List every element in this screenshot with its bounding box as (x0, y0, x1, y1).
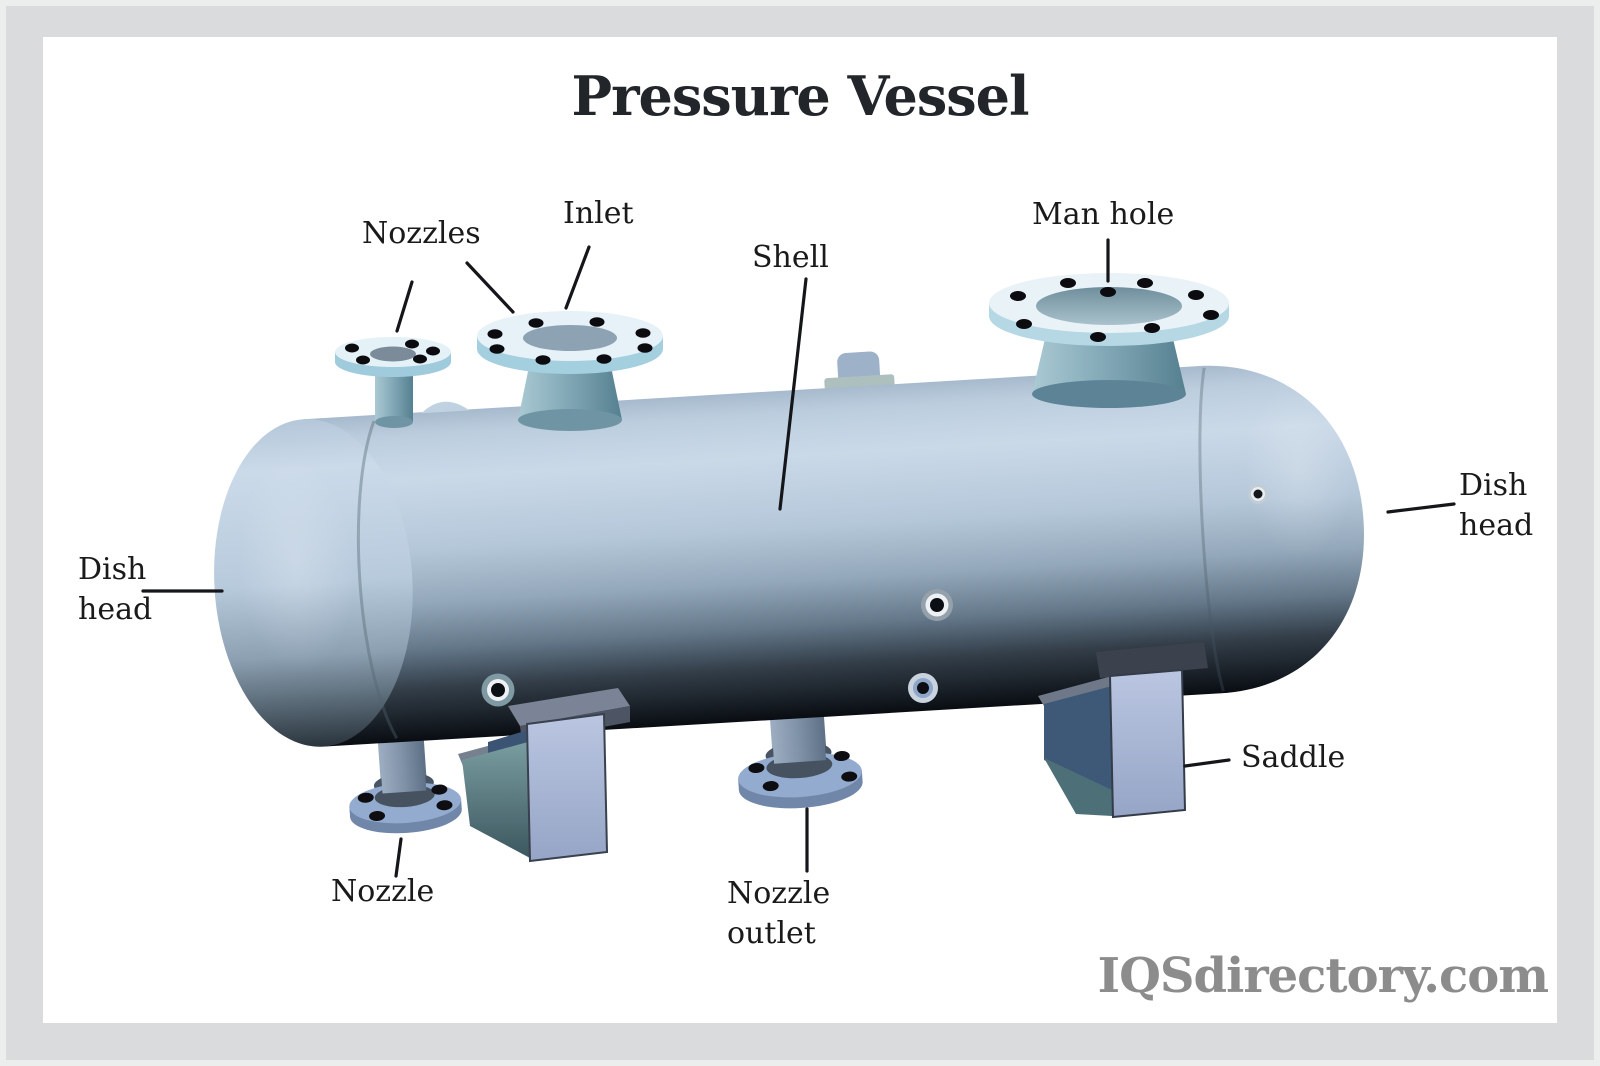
weld-seam-left (356, 420, 399, 739)
label-dish-head-left: Dish head (78, 550, 152, 630)
label-dish-head-right-line1: Dish (1459, 468, 1528, 503)
vessel-shell (303, 365, 1364, 747)
dish-head-left-highlight (238, 457, 355, 673)
man-hole-part (989, 273, 1229, 408)
label-dish-head-right: Dish head (1459, 466, 1533, 546)
shell-port-left (481, 673, 515, 707)
saddle-left (458, 688, 630, 863)
label-dish-head-right-line2: head (1459, 508, 1534, 543)
label-nozzle: Nozzle (331, 874, 435, 909)
dish-head-right-highlight (1244, 382, 1353, 559)
label-saddle: Saddle (1241, 740, 1346, 775)
label-dish-head-left-line2: head (78, 592, 153, 627)
leader-nozzle (394, 837, 403, 878)
label-shell: Shell (752, 240, 829, 275)
weld-bump (421, 401, 470, 414)
label-nozzle-outlet: Nozzle outlet (727, 874, 830, 954)
shell-port-lower (908, 673, 938, 703)
leader-shell (778, 277, 808, 511)
leader-nozzles-1 (395, 280, 414, 333)
label-nozzles: Nozzles (362, 216, 481, 251)
label-nozzle-outlet-line1: Nozzle (727, 876, 831, 911)
label-inlet: Inlet (563, 196, 634, 231)
label-nozzle-outlet-line2: outlet (727, 916, 816, 951)
label-dish-head-left-line1: Dish (78, 552, 147, 587)
leader-saddle (1183, 758, 1231, 768)
leader-inlet (564, 245, 591, 310)
leader-nozzles-2 (465, 261, 515, 314)
label-man-hole: Man hole (1032, 197, 1175, 232)
nozzle-top-small (335, 337, 451, 428)
shell-port-upper (921, 589, 953, 621)
weld-seam-right (1198, 367, 1225, 692)
saddle-right (1038, 642, 1208, 819)
inlet-nozzle (477, 311, 663, 431)
watermark: IQSdirectory.com (1097, 948, 1549, 1004)
page-title: Pressure Vessel (571, 64, 1029, 128)
leader-dish-head-right (1386, 502, 1456, 514)
dish-head-port (1248, 484, 1268, 504)
